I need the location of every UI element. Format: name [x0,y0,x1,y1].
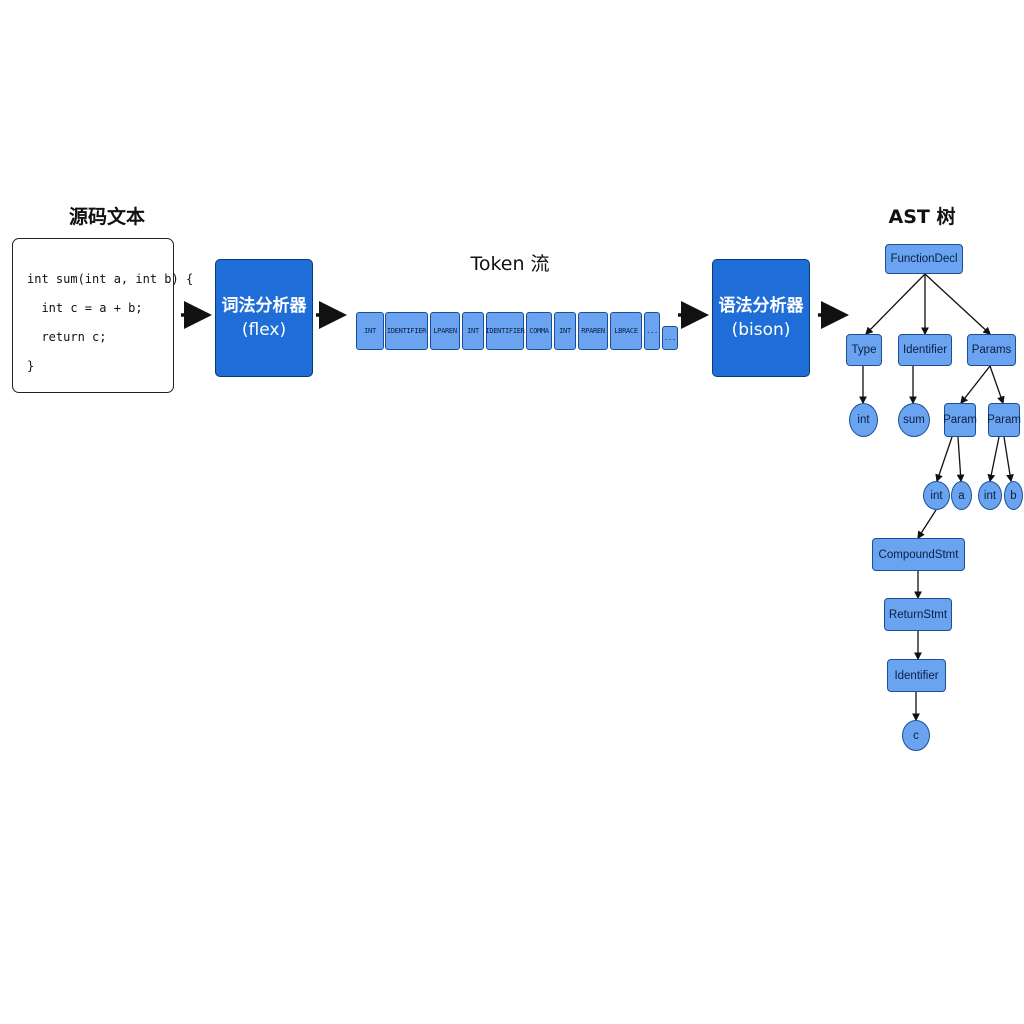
ast-node-param-2: Param [987,403,1021,437]
token: IDENTIFIER [385,312,428,350]
ast-node-identifier: Identifier [898,334,952,366]
code-line: } [27,359,35,373]
ast-node-param-2-type: int [978,481,1002,510]
token: INT [356,312,384,350]
token: LPAREN [430,312,460,350]
token: INT [554,312,576,350]
ast-node-identifier-value: sum [898,403,930,437]
ast-node-function-decl: FunctionDecl [885,244,963,274]
parser-name: 语法分析器 [718,296,804,316]
ast-title: AST 树 [888,206,956,228]
parser-box: 语法分析器 (bison) [712,259,810,377]
ast-node-return-identifier: Identifier [887,659,946,692]
source-title: 源码文本 [68,206,145,228]
ast-node-param-2-name: b [1004,481,1023,510]
ast-node-params: Params [967,334,1016,366]
token: INT [462,312,484,350]
token: COMMA [526,312,552,350]
token: RPAREN [578,312,608,350]
code-line: return c; [27,330,107,344]
ast-node-type: Type [846,334,882,366]
ast-node-return-value: c [902,720,930,751]
token: LBRACE [610,312,642,350]
token: ... [662,326,678,350]
parser-tool: (bison) [731,320,791,340]
lexer-tool: (flex) [241,320,287,340]
ast-node-param-1-type: int [923,481,950,510]
token: IDENTIFIER [485,312,525,350]
code-line: int c = a + b; [27,301,143,315]
ast-node-param-1-name: a [951,481,972,510]
token: ... [644,312,660,350]
ast-node-param-1: Param [943,403,977,437]
lexer-name: 词法分析器 [221,296,307,316]
ast-node-compound-stmt: CompoundStmt [872,538,965,571]
ast-node-return-stmt: ReturnStmt [884,598,952,631]
token-stream-title: Token 流 [470,253,550,275]
lexer-box: 词法分析器 (flex) [215,259,313,377]
ast-node-type-value: int [849,403,878,437]
source-code-box: int sum(int a, int b) { int c = a + b; r… [12,238,193,393]
